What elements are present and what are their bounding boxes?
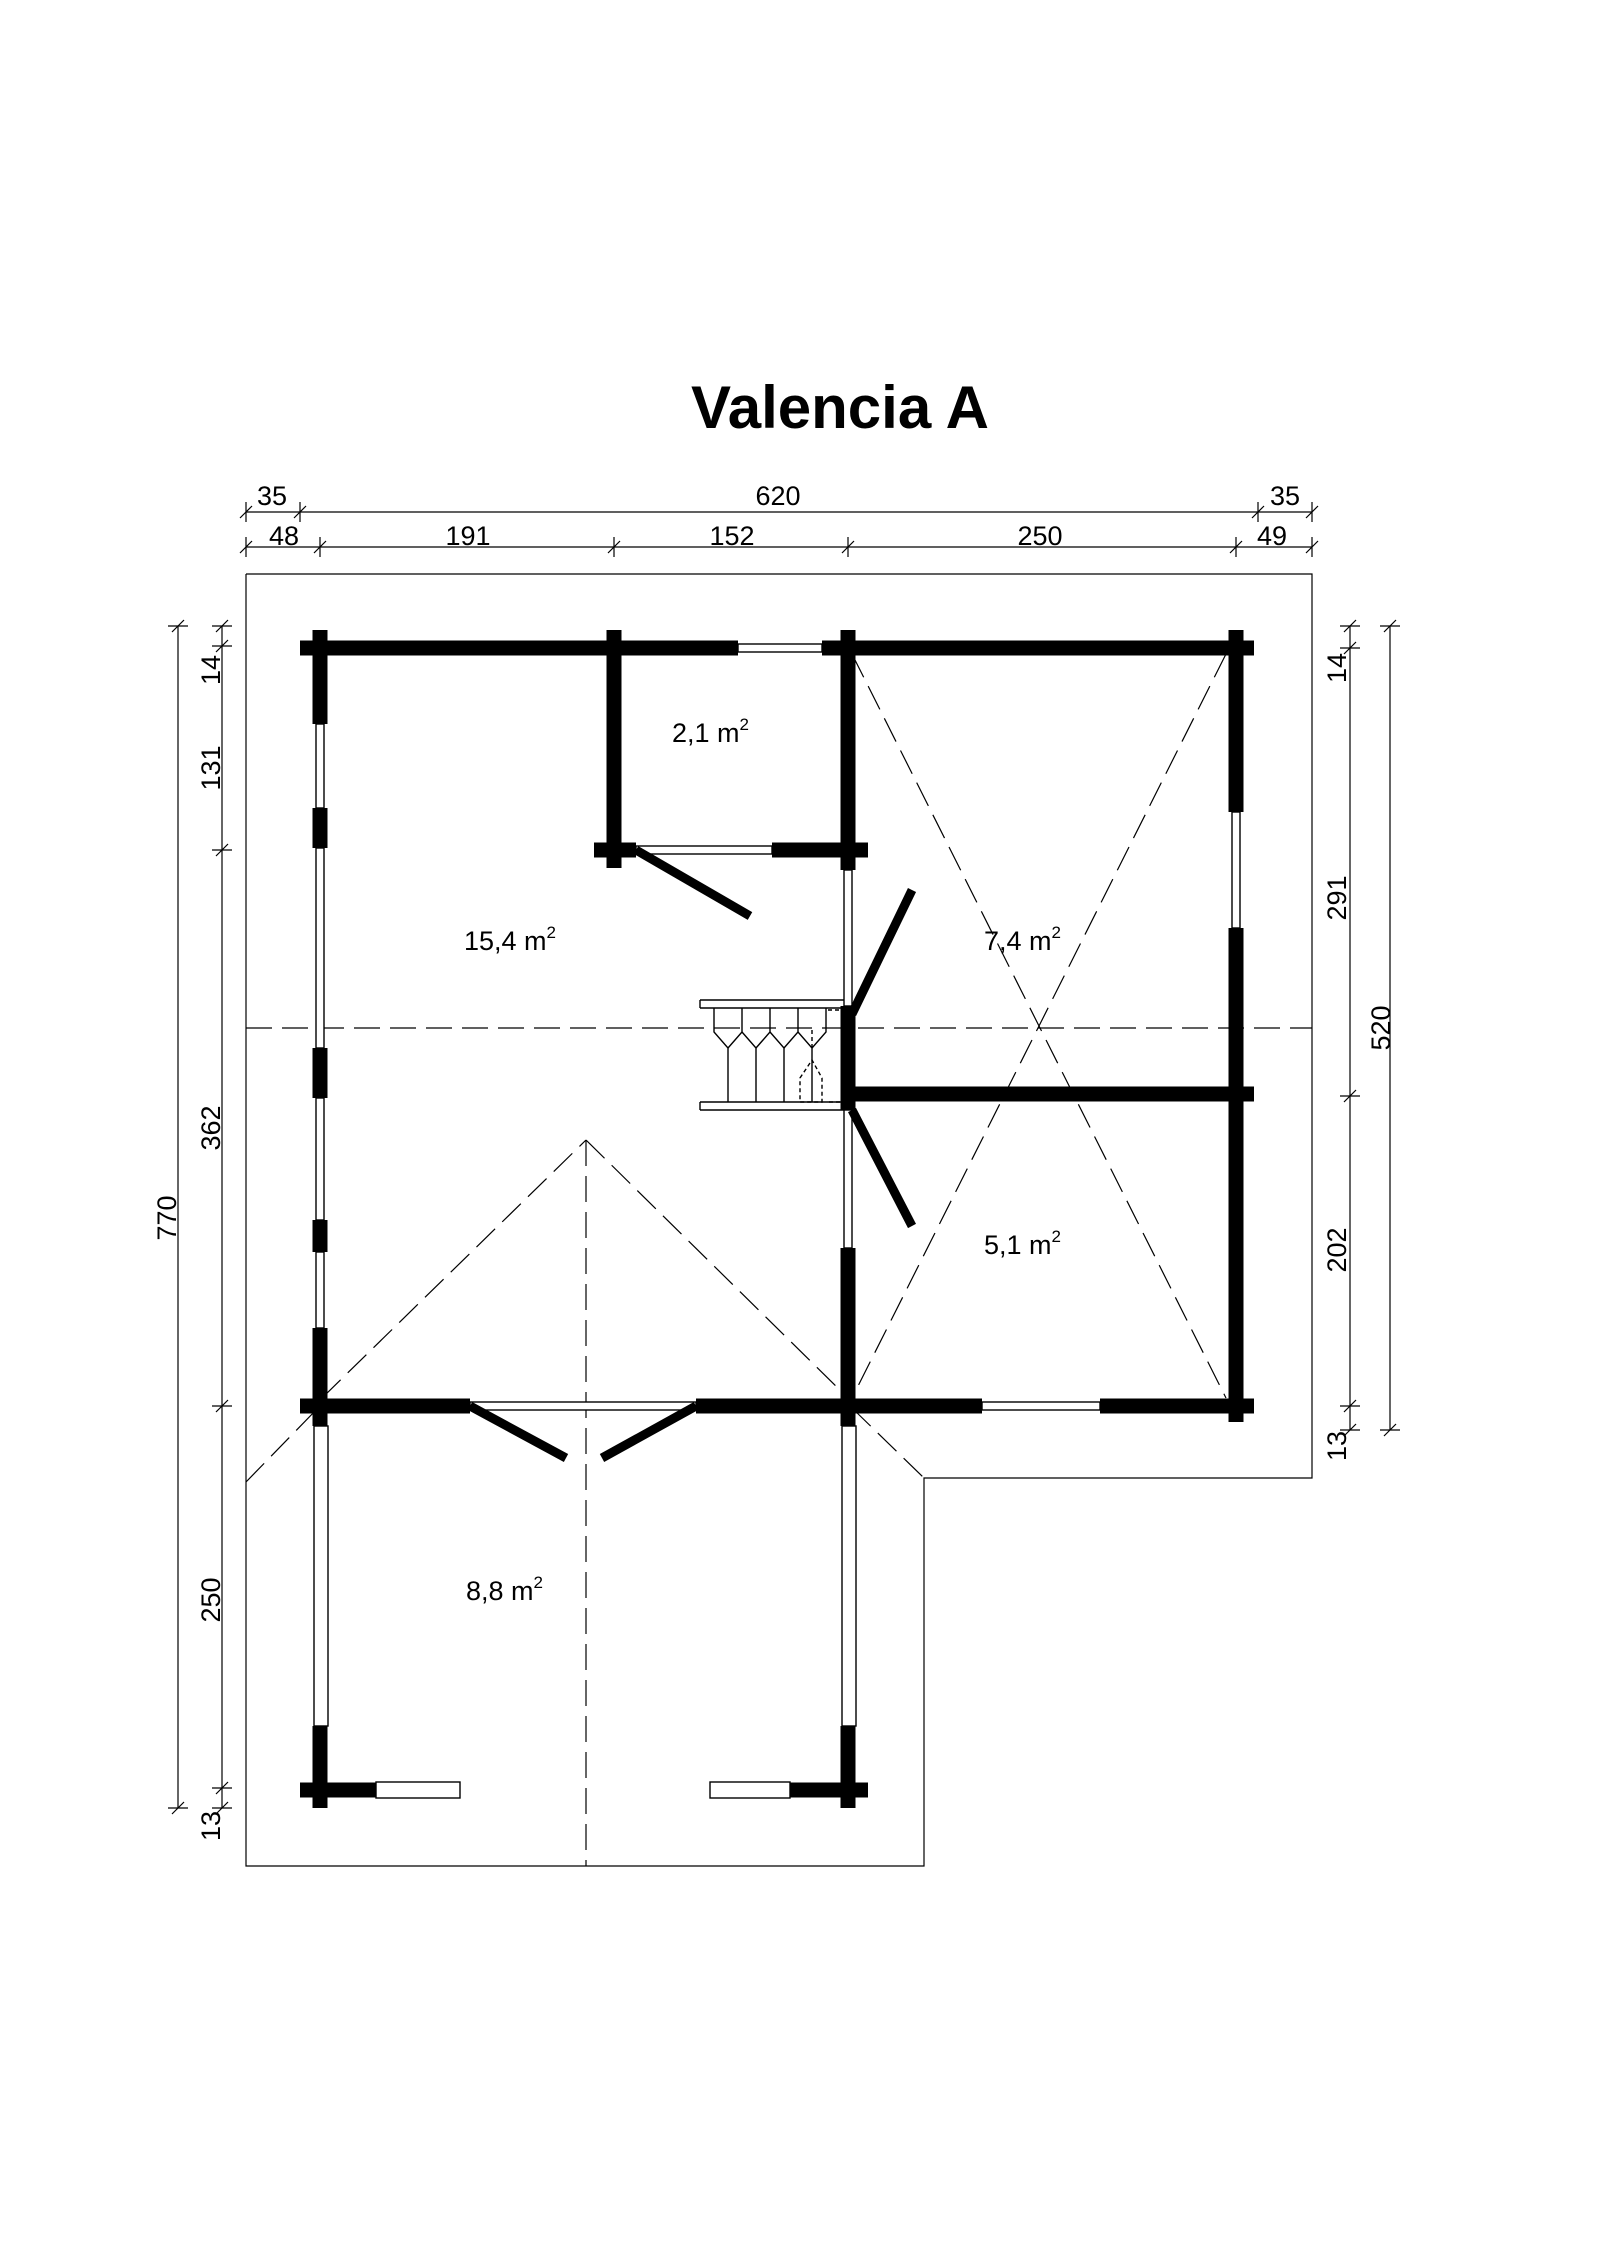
top-dimension-lines (239, 502, 1319, 557)
room-8-8-area: 8,8 m (466, 1576, 534, 1606)
dim-left-4: 250 (196, 1577, 226, 1622)
right-dimension-lines (1340, 619, 1400, 1437)
room-label-5-1: 5,1 m2 (984, 1227, 1061, 1260)
svg-text:2,1 m2: 2,1 m2 (672, 715, 749, 748)
room-label-2-1: 2,1 m2 (672, 715, 749, 748)
dim-top-overall-1: 35 (257, 481, 287, 511)
room-5-1-sup: 2 (1052, 1227, 1061, 1246)
room-7-4-sup: 2 (1052, 923, 1061, 942)
staircase (699, 999, 845, 1111)
dim-top-seg-4: 250 (1017, 521, 1062, 551)
dim-left-overall: 770 (152, 1195, 182, 1240)
room-5-1-area: 5,1 m (984, 1230, 1052, 1260)
windows (313, 643, 1241, 1799)
dim-right-overall: 520 (1366, 1005, 1396, 1050)
room-label-15-4: 15,4 m2 (464, 923, 556, 956)
walls (300, 630, 1254, 1808)
dim-top-seg-3: 152 (709, 521, 754, 551)
doors (467, 846, 917, 1462)
dim-top-seg-2: 191 (445, 521, 490, 551)
room-label-8-8: 8,8 m2 (466, 1573, 543, 1606)
room-8-8-sup: 2 (534, 1573, 543, 1592)
room-2-1-area: 2,1 m (672, 718, 740, 748)
roof-outline (245, 573, 1313, 1867)
left-dimension-lines (168, 619, 232, 1815)
plan-title: Valencia A (691, 374, 989, 441)
dim-left-1: 14 (196, 655, 226, 685)
room-15-4-sup: 2 (547, 923, 556, 942)
room-7-4-area: 7,4 m (984, 926, 1052, 956)
roof-ridge-lines (245, 653, 1312, 1866)
room-2-1-sup: 2 (740, 715, 749, 734)
svg-text:15,4 m2: 15,4 m2 (464, 923, 556, 956)
dim-right-4: 13 (1322, 1431, 1352, 1461)
dim-left-2: 131 (196, 745, 226, 790)
dim-top-overall-2: 620 (755, 481, 800, 511)
dim-left-5: 13 (196, 1811, 226, 1841)
dim-right-3: 202 (1322, 1227, 1352, 1272)
dim-right-1: 14 (1322, 653, 1352, 683)
dim-top-overall-3: 35 (1270, 481, 1300, 511)
svg-text:5,1 m2: 5,1 m2 (984, 1227, 1061, 1260)
dim-top-seg-1: 48 (269, 521, 299, 551)
dim-right-2: 291 (1322, 875, 1352, 920)
dim-top-seg-5: 49 (1257, 521, 1287, 551)
dim-left-3: 362 (196, 1105, 226, 1150)
room-label-7-4: 7,4 m2 (984, 923, 1061, 956)
svg-text:8,8 m2: 8,8 m2 (466, 1573, 543, 1606)
room-15-4-area: 15,4 m (464, 926, 547, 956)
svg-text:7,4 m2: 7,4 m2 (984, 923, 1061, 956)
